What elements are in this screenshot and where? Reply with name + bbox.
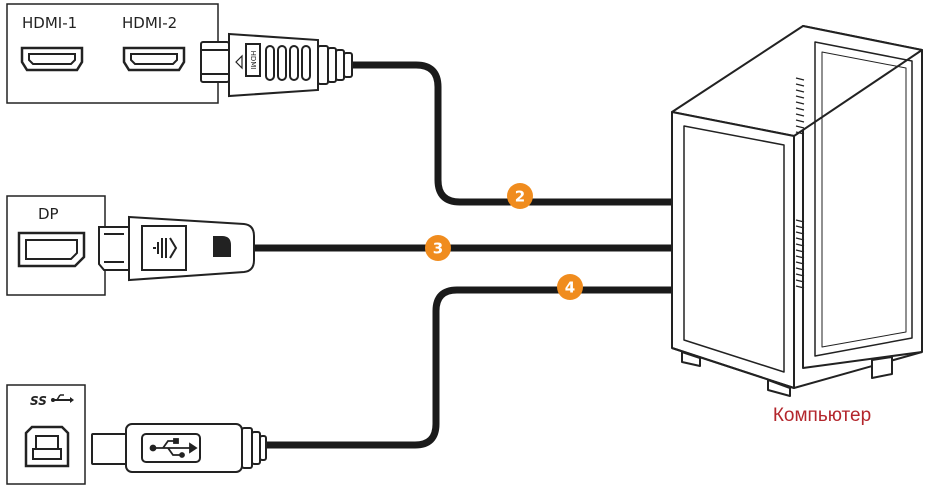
- svg-text:3: 3: [433, 240, 443, 258]
- badge-4: 4: [557, 274, 583, 300]
- dp-port: [17, 231, 86, 268]
- dp-plug: [98, 215, 255, 282]
- hdmi-plug: HDMI: [200, 32, 353, 98]
- usb-cable: [262, 286, 675, 449]
- hdmi-port-panel: HDMI-1 HDMI-2: [6, 3, 219, 104]
- hdmi1-label: HDMI-1: [22, 14, 77, 32]
- svg-text:2: 2: [515, 188, 525, 206]
- computer-label: Компьютер: [773, 405, 871, 426]
- hdmi2-label: HDMI-2: [122, 14, 177, 32]
- usb-port-panel: SS: [6, 384, 86, 485]
- usb-b-plug: [91, 423, 267, 473]
- computer-tower-icon: [671, 25, 923, 397]
- dp-port-panel: DP: [6, 195, 106, 296]
- svg-text:HDMI: HDMI: [249, 51, 257, 70]
- svg-text:4: 4: [565, 279, 575, 297]
- dp-label: DP: [38, 205, 59, 223]
- hdmi2-port: [122, 46, 186, 72]
- badge-2: 2: [507, 183, 533, 209]
- hdmi-cable: [352, 61, 675, 206]
- cables: [255, 61, 675, 449]
- dp-symbol-icon: [153, 237, 178, 259]
- usb-trident-icon: [149, 438, 198, 458]
- badge-3: 3: [425, 235, 451, 261]
- displayport-logo-icon: [213, 236, 231, 257]
- usb-b-port: [24, 425, 70, 468]
- usb-ss-icon: [51, 394, 74, 403]
- hdmi1-port: [20, 46, 84, 72]
- usb-ss-logo: SS: [30, 394, 47, 408]
